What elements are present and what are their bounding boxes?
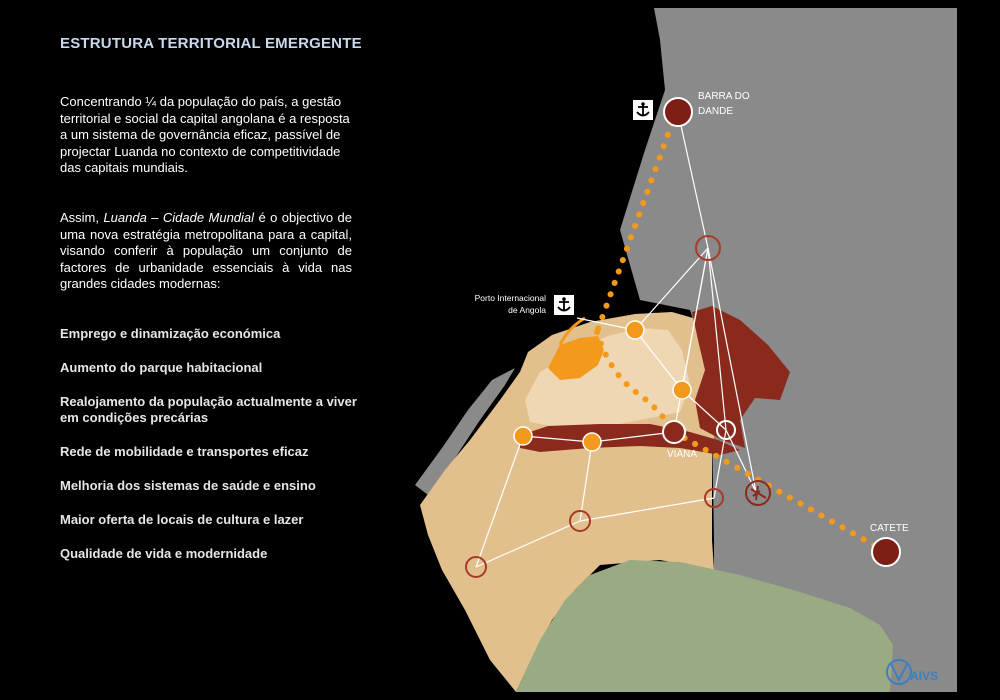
barra-do-dande-label: DANDE [698,106,733,117]
orange-node [672,380,692,400]
green-region [516,560,893,692]
aivs-logo-text: AIVS [910,669,938,683]
port-area [548,336,604,380]
objective-item: Realojamento da população actualmente a … [60,394,357,425]
urban-core [525,328,690,428]
strategy-paragraph-end: é o objectivo de uma nova estratégia met… [60,210,352,291]
inland-region [620,8,957,692]
hollow-node [695,235,721,261]
network-lines [475,111,757,568]
anchor-icon [554,295,574,315]
orange-node [582,432,602,452]
objective-item: Maior oferta de locais de cultura e laze… [60,512,304,527]
barra-do-dande-node [663,97,693,127]
viana-node [662,420,686,444]
dark-red-east-zone [692,306,790,448]
aivs-logo: AIVS [886,659,938,685]
hollow-node [569,510,591,532]
hollow-node [716,420,736,440]
objective-item: Rede de mobilidade e transportes eficaz [60,444,309,459]
coastal-island [415,368,515,498]
objective-item: Emprego e dinamização económica [60,326,281,341]
strategy-emphasis: Luanda – Cidade Mundial [103,210,255,225]
viana-label: VIANA [667,449,697,460]
barra-do-dande-label: BARRA DO [698,91,750,102]
porto-label: Porto Internacional [475,293,546,303]
catete-node [871,537,901,567]
orange-node [625,320,645,340]
porto-label: de Angola [508,305,546,315]
strategy-paragraph-start: Assim, [60,210,104,225]
hollow-node [704,488,724,508]
port-spit [558,316,586,346]
objective-item: Melhoria dos sistemas de saúde e ensino [60,478,316,493]
anchor-icon [633,100,653,120]
objectives-list: Emprego e dinamização económica Aumento … [60,326,360,580]
hollow-node [465,556,487,578]
catete-label: CATETE [870,523,909,534]
orange-node [513,426,533,446]
airport-icon [745,480,771,506]
page-title: ESTRUTURA TERRITORIAL EMERGENTE [60,35,362,52]
route-dotted [594,109,889,555]
objective-item: Aumento do parque habitacional [60,360,263,375]
intro-paragraph: Concentrando ¼ da população do país, a g… [60,94,350,175]
strategy-paragraph: Assim, Luanda – Cidade Mundial é o objec… [60,210,352,293]
objective-item: Qualidade de vida e modernidade [60,546,268,561]
